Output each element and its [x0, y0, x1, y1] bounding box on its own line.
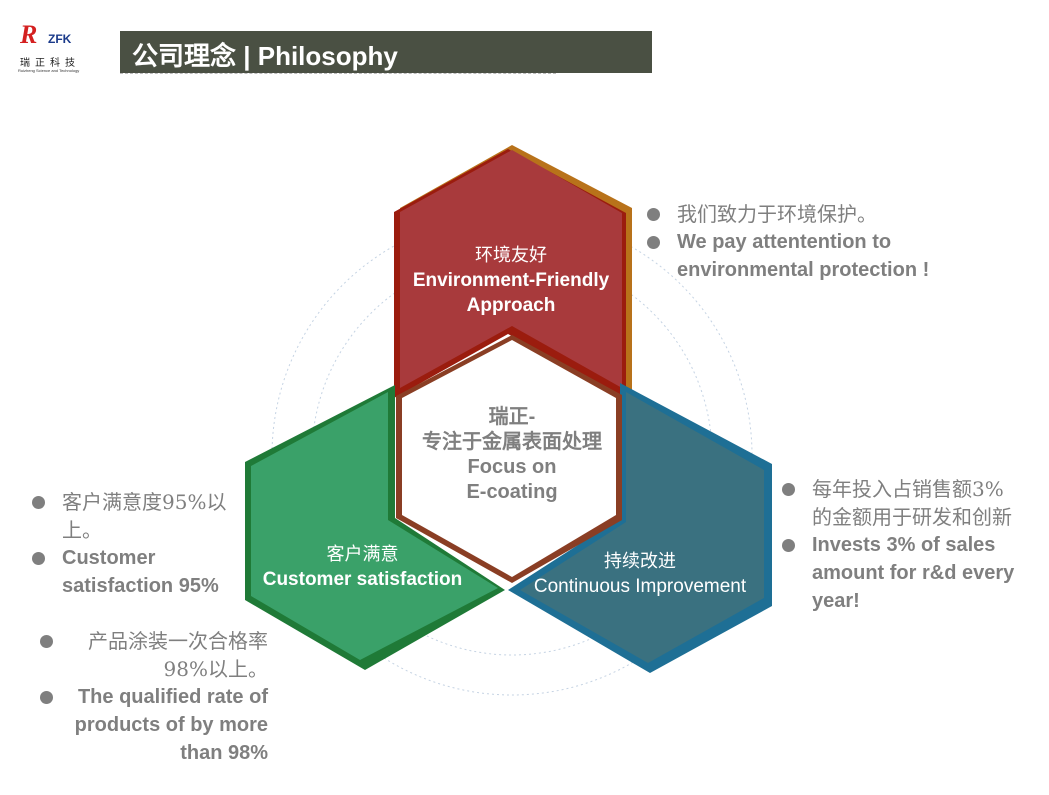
logo-mark: R: [20, 20, 38, 49]
bullet-icon: [32, 552, 45, 565]
center-line4: E-coating: [466, 481, 558, 503]
note-item: Invests 3% of sales amount for r&d every…: [780, 531, 1020, 615]
quality-notes: 产品涂装一次合格率98%以上。 The qualified rate of pr…: [38, 627, 268, 767]
segment-customer-cn: 客户满意: [326, 544, 399, 565]
customer-hex: [251, 392, 498, 660]
improvement-notes: 每年投入占销售额3%的金额用于研发和创新 Invests 3% of sales…: [780, 475, 1020, 615]
segment-customer: 客户满意 Customer satisfaction: [250, 542, 475, 592]
note-item: 我们致力于环境保护。: [645, 200, 965, 228]
note-item: Customer satisfaction 95%: [30, 544, 260, 600]
segment-improvement-en: Continuous Improvement: [533, 576, 747, 597]
customer-notes: 客户满意度95%以上。 Customer satisfaction 95%: [30, 488, 260, 600]
page-title: 公司理念 | Philosophy: [132, 41, 398, 71]
bullet-icon: [32, 496, 45, 509]
title-divider: [120, 73, 556, 74]
bullet-icon: [647, 208, 660, 221]
bullet-icon: [40, 691, 53, 704]
bullet-icon: [647, 236, 660, 249]
segment-environment: 环境友好 Environment-Friendly Approach: [400, 243, 622, 318]
segment-environment-cn: 环境友好: [475, 245, 547, 266]
logo-cn: 瑞正科技: [20, 58, 80, 69]
improvement-hex: [520, 392, 764, 663]
logo-en: Ruizheng Science and Technology: [18, 68, 80, 73]
environment-notes: 我们致力于环境保护。 We pay attentention to enviro…: [645, 200, 965, 284]
center-line3: Focus on: [467, 456, 557, 478]
segment-improvement-cn: 持续改进: [604, 551, 676, 572]
center-line2: 专注于金属表面处理: [422, 431, 602, 453]
bullet-icon: [40, 635, 53, 648]
center-line1: 瑞正-: [488, 406, 536, 428]
segment-environment-en2: Approach: [466, 295, 556, 316]
company-logo: R ZFK 瑞正科技 Ruizheng Science and Technolo…: [18, 20, 88, 76]
note-item: The qualified rate of products of by mor…: [38, 683, 268, 767]
environment-hex: [400, 150, 622, 388]
note-item: 产品涂装一次合格率98%以上。: [38, 627, 268, 683]
bullet-icon: [782, 483, 795, 496]
note-item: 每年投入占销售额3%的金额用于研发和创新: [780, 475, 1020, 531]
title-bar: 公司理念 | Philosophy: [120, 31, 652, 73]
note-item: We pay attentention to environmental pro…: [645, 228, 965, 284]
note-item: 客户满意度95%以上。: [30, 488, 260, 544]
bullet-icon: [782, 539, 795, 552]
center-text: 瑞正- 专注于金属表面处理 Focus on E-coating: [412, 405, 612, 505]
segment-customer-en: Customer satisfaction: [262, 569, 463, 590]
segment-improvement: 持续改进 Continuous Improvement: [520, 549, 760, 599]
segment-environment-en1: Environment-Friendly: [412, 270, 610, 291]
logo-letters: ZFK: [48, 32, 72, 46]
center-hex: [402, 340, 616, 577]
